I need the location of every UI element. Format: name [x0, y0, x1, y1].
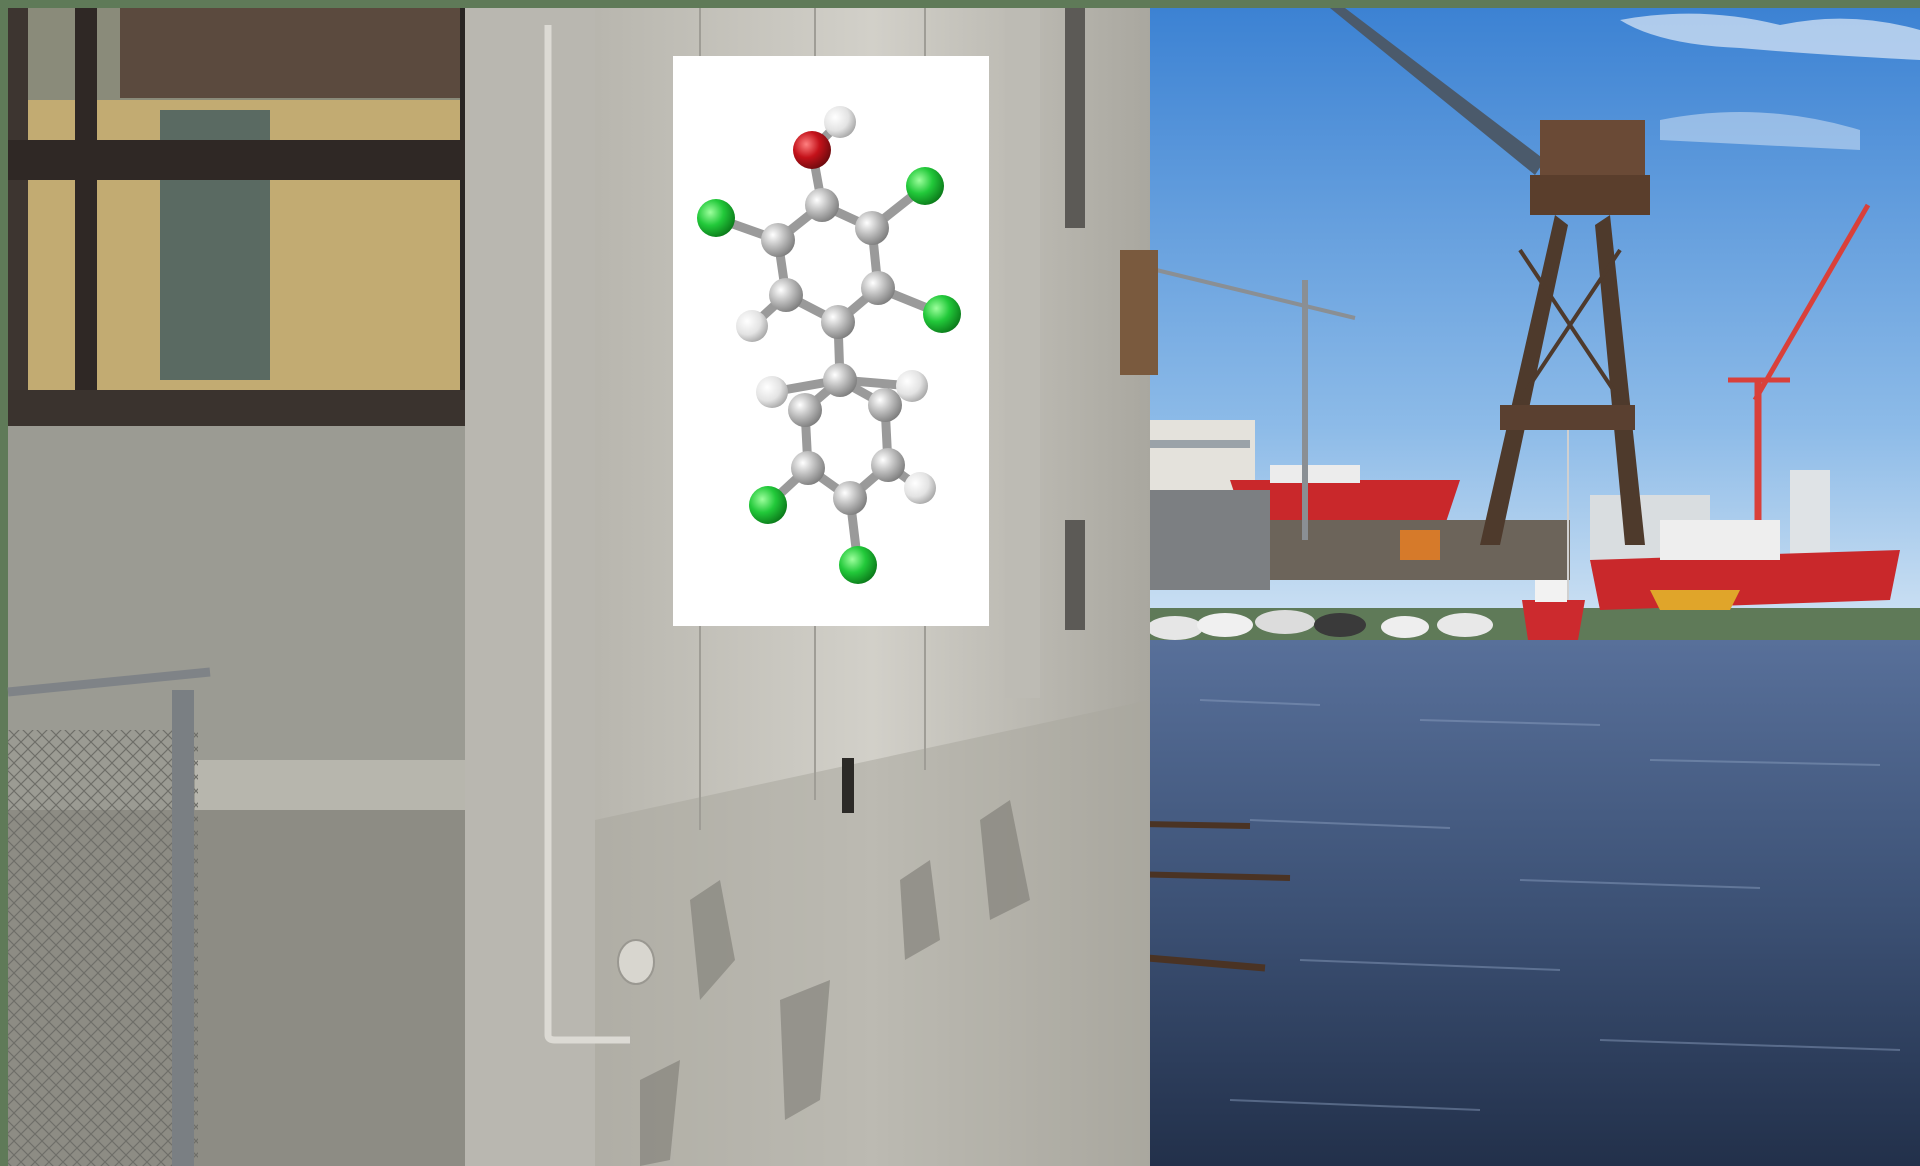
conduit-pipe [544, 25, 630, 1044]
shed [1150, 490, 1270, 590]
red-crane-boom [1752, 203, 1871, 402]
oxygen-atom [793, 131, 831, 169]
wall-fixture [617, 939, 655, 985]
carbon-atom [833, 481, 867, 515]
facade-balcony [1120, 250, 1158, 375]
hydrogen-atom [736, 310, 768, 342]
small-boat [1314, 613, 1366, 637]
tower-crane-jib [1147, 266, 1356, 320]
silo [1790, 470, 1830, 560]
small-boat [1147, 616, 1203, 640]
small-boat [1437, 613, 1493, 637]
chlorine-atom [749, 486, 787, 524]
carbon-atom [861, 271, 895, 305]
window-transom [8, 140, 468, 180]
carbon-atom [769, 278, 803, 312]
red-motorboat [1522, 600, 1585, 640]
facade-pilaster [1005, 8, 1040, 698]
gantry-leg-left [1480, 215, 1568, 545]
ferry-windows [1150, 440, 1250, 448]
carbon-atom [821, 305, 855, 339]
chlorine-atom [923, 295, 961, 333]
paint-peel [640, 800, 1030, 1166]
building-corner-side [465, 8, 595, 1166]
facade-window-slit [1065, 8, 1085, 228]
cloud [1620, 13, 1920, 61]
chlorine-atom [839, 546, 877, 584]
harbor-water [1120, 640, 1920, 1166]
gantry-brace [1518, 248, 1622, 402]
window-mullion [75, 8, 97, 408]
facade-window-slit [1065, 520, 1085, 630]
gantry-cab-base [1530, 175, 1650, 215]
hydrogen-atom [904, 472, 936, 504]
window-sill [8, 390, 468, 426]
containers [1400, 530, 1440, 560]
hydrogen-atom [824, 106, 856, 138]
wall-opening [842, 758, 854, 813]
carbon-atom [868, 388, 902, 422]
window-mullion [8, 8, 28, 428]
carbon-atom [871, 448, 905, 482]
carbon-atom [761, 223, 795, 257]
carbon-atom [805, 188, 839, 222]
cloud [1660, 112, 1860, 150]
carbon-atom [791, 451, 825, 485]
carbon-atom [855, 211, 889, 245]
reflected-roof [120, 8, 460, 98]
fence-post [172, 690, 194, 1166]
small-boat [1381, 616, 1429, 638]
fence-rail [7, 667, 211, 697]
fishing-boat-cabin [1660, 520, 1780, 560]
gantry-boom [1330, 8, 1545, 175]
molecule-poster [673, 56, 989, 626]
gantry-crossbeam [1500, 405, 1635, 430]
carbon-atom [788, 393, 822, 427]
molecule-model [697, 106, 961, 584]
small-boat [1197, 613, 1253, 637]
water-ripples [1199, 699, 1901, 1111]
gantry-leg-right [1595, 215, 1645, 545]
red-motorboat-cabin [1535, 580, 1567, 602]
red-ship-deck [1270, 465, 1360, 483]
small-boat [1255, 610, 1315, 634]
chlorine-atom [906, 167, 944, 205]
chain-link-fence [8, 730, 198, 1166]
carbon-atom [823, 363, 857, 397]
hydrogen-atom [896, 370, 928, 402]
yellow-hull [1650, 590, 1740, 610]
hydrogen-atom [756, 376, 788, 408]
chlorine-atom [697, 199, 735, 237]
